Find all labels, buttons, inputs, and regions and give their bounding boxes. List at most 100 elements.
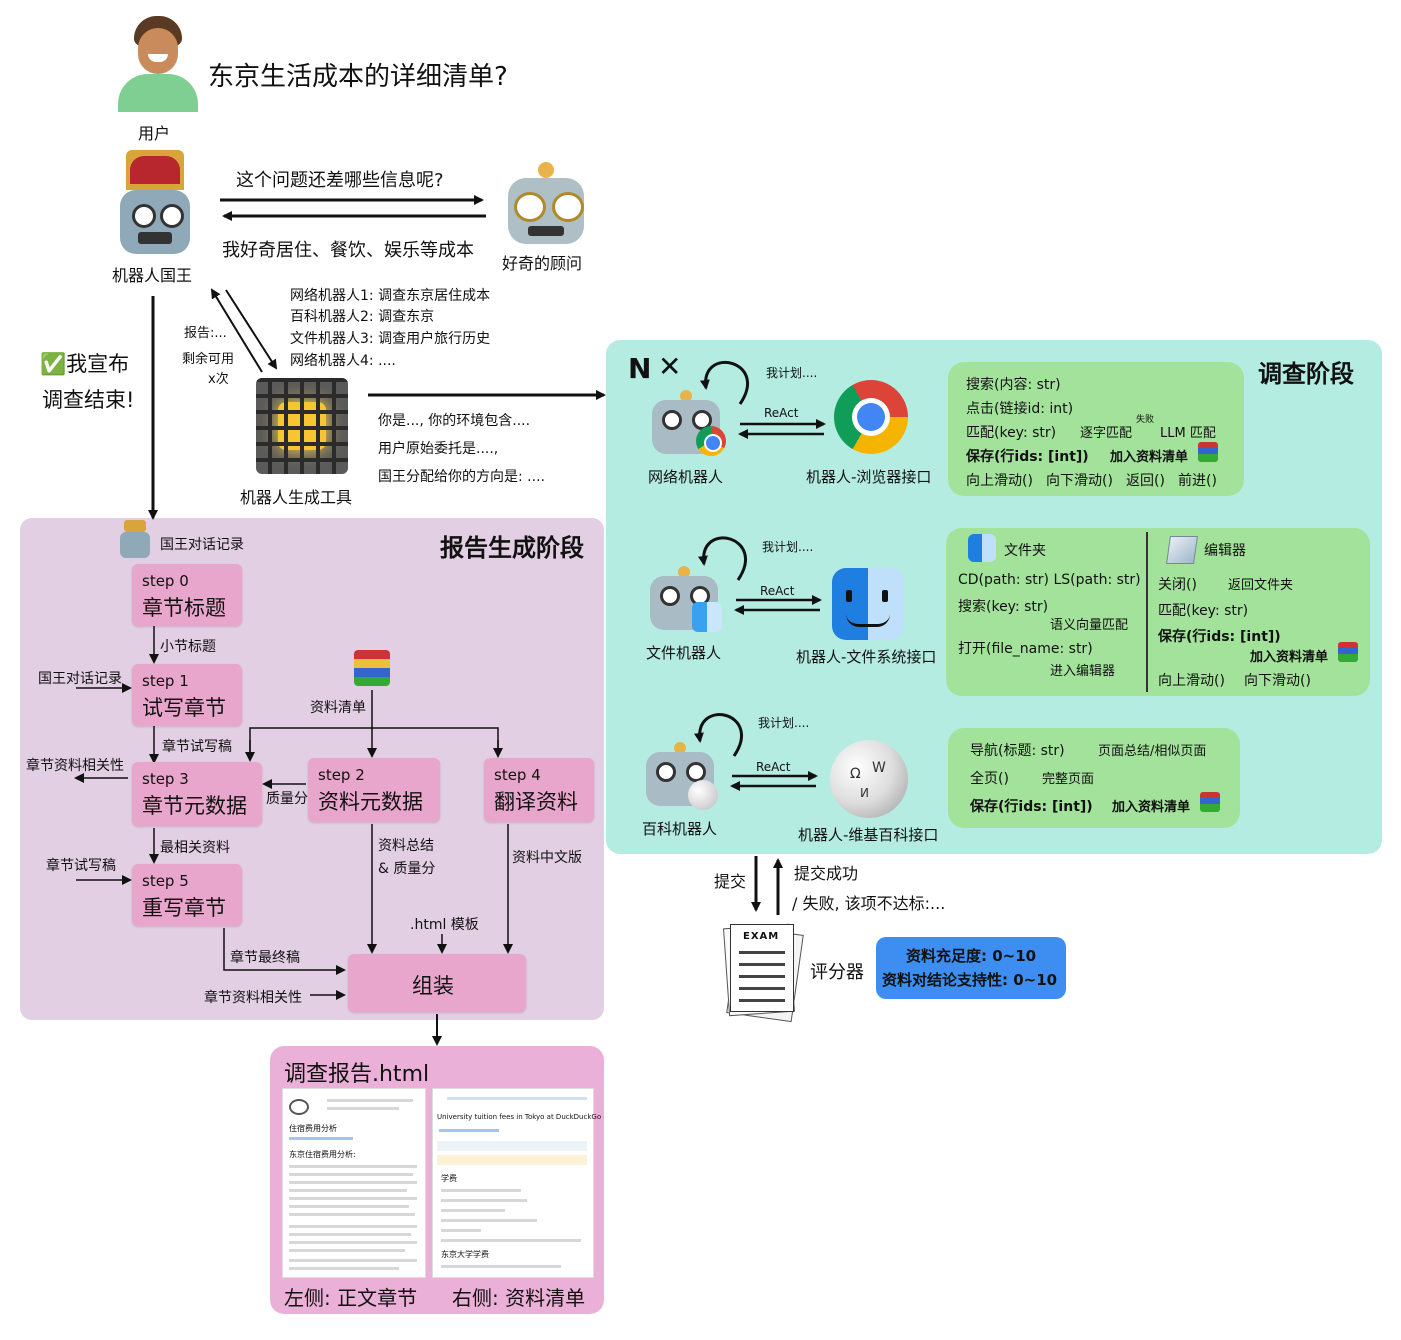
grader-criterion-2: 资料对结论支持性: 0~10 [882,971,1058,989]
king-robot-icon [118,150,192,256]
left-caption: 左侧: 正文章节 [284,1286,418,1310]
grader-label: 评分器 [810,962,864,983]
right-doc-title: University tuition fees in Tokyo at Duck… [437,1113,602,1121]
wikipedia-icon: Ω W И [830,740,908,818]
op-exact-match: 逐字匹配 [1080,426,1133,441]
web-react-label: ReAct [764,406,799,420]
step-5-number: step 5 [142,872,189,890]
step-4-box: step 4 翻译资料 [484,758,594,822]
wiki-full-result: 完整页面 [1042,772,1095,787]
wiki-interface-label: 机器人-维基百科接口 [798,826,939,844]
wiki-save: 保存(行ids: [int]) [970,799,1093,815]
label-chapter-relevance-out: 章节资料相关性 [26,758,124,774]
report-left-preview: 住宿费用分析 东京住宿费用分析: [282,1088,426,1278]
op-fail: 失败 [1136,415,1155,425]
wiki-robot-label: 百科机器人 [642,820,718,838]
folder-search: 搜索(key: str) [958,599,1049,615]
folder-semantic: 语义向量匹配 [1050,618,1129,633]
editor-save: 保存(行ids: [int]) [1158,629,1281,645]
op-match: 匹配(key: str) [966,425,1057,441]
op-llm-match: LLM 匹配 [1160,426,1216,441]
step-3-name: 章节元数据 [142,794,247,818]
label-material-list: 资料清单 [310,700,366,716]
label-quality-score: 质量分 [266,791,308,807]
step-1-box: step 1 试写章节 [132,664,242,726]
web-robot-icon [652,390,726,456]
magnifier-icon [289,1099,309,1115]
wiki-ops-box: 导航(标题: str) 页面总结/相似页面 全页() 完整页面 保存(行ids:… [948,728,1240,828]
web-robot-label: 网络机器人 [648,468,724,486]
label-chapter-final: 章节最终稿 [230,950,300,966]
step-5-box: step 5 重写章节 [132,864,242,926]
step-3-box: step 3 章节元数据 [132,762,262,826]
step-0-name: 章节标题 [142,596,226,620]
file-interface-label: 机器人-文件系统接口 [796,648,937,666]
label-subsection-titles: 小节标题 [160,639,216,655]
step-4-name: 翻译资料 [494,790,578,814]
times-icon: ✕ [658,350,682,383]
op-click: 点击(链接id: int) [966,401,1074,417]
file-robot-label: 文件机器人 [646,644,722,662]
submit-label: 提交 [714,872,747,891]
step-0-number: step 0 [142,572,189,590]
web-plan-label: 我计划.... [766,366,818,380]
report-phase-title: 报告生成阶段 [440,534,584,562]
label-chapter-draft: 章节试写稿 [162,739,232,755]
label-html-template: .html 模板 [410,917,479,933]
left-doc-subtitle: 东京住宿费用分析: [289,1150,356,1159]
label-most-relevant: 最相关资料 [160,840,230,856]
investigation-phase-title: 调查阶段 [1258,360,1354,388]
folder-open: 打开(file_name: str) [958,641,1093,657]
op-add-list: 加入资料清单 [1110,450,1189,465]
report-back-line3: x次 [208,372,229,387]
wiki-nav: 导航(标题: str) [970,743,1065,759]
wiki-add-list: 加入资料清单 [1112,800,1191,815]
report-right-preview: University tuition fees in Tokyo at Duck… [432,1088,601,1278]
editor-back-folder: 返回文件夹 [1228,578,1294,593]
editor-add-list: 加入资料清单 [1250,650,1329,665]
right-doc-sub2: 东京大学学费 [441,1250,489,1259]
wiki-react-label: ReAct [756,760,791,774]
submit-fail-label: / 失败, 该项不达标:... [792,894,946,913]
op-scroll-down: 向下滑动() [1046,473,1113,489]
editor-icon [1166,536,1198,564]
editor-match: 匹配(key: str) [1158,603,1249,619]
dialog-answer: 我好奇居住、餐饮、娱乐等成本 [222,240,474,261]
editor-scroll-up: 向上滑动() [1158,673,1225,689]
declare-done-line2: 调查结束! [42,388,135,412]
n-label: N [628,352,652,385]
label-material-cn: 资料中文版 [512,850,582,866]
web-interface-label: 机器人-浏览器接口 [806,468,932,486]
books-icon [354,650,390,686]
declare-done-line1: ✅我宣布 [40,352,130,376]
folder-cd-ls: CD(path: str) LS(path: str) [958,572,1141,588]
submit-ok-label: 提交成功 [794,864,859,883]
chrome-icon [834,380,908,454]
grader-criterion-1: 资料充足度: 0~10 [906,947,1037,965]
step-5-name: 重写章节 [142,896,226,920]
folder-title: 文件夹 [1004,543,1046,559]
step-4-number: step 4 [494,766,541,784]
left-doc-title: 住宿费用分析 [289,1124,337,1133]
step-3-number: step 3 [142,770,189,788]
report-output-title: 调查报告.html [284,1062,430,1087]
generator-prompt-1: 你是..., 你的环境包含.... [378,413,531,429]
folder-icon [968,534,996,562]
step-1-name: 试写章节 [142,696,226,720]
assignment-4: 网络机器人4: .... [290,353,396,369]
books-icon [1338,642,1358,662]
label-chapter-draft-in: 章节试写稿 [46,858,116,874]
user-avatar [118,16,198,112]
assemble-label: 组装 [412,974,454,998]
right-doc-sub1: 学费 [441,1174,457,1183]
books-icon [1200,792,1220,812]
step-2-name: 资料元数据 [318,790,423,814]
wiki-nav-result: 页面总结/相似页面 [1098,744,1207,759]
advisor-robot-icon [500,162,592,246]
dialog-question: 这个问题还差哪些信息呢? [236,170,444,191]
assignment-2: 百科机器人2: 调查东京 [290,309,435,325]
op-search: 搜索(内容: str) [966,377,1061,393]
step-0-box: step 0 章节标题 [132,564,242,626]
generator-prompt-2: 用户原始委托是...., [378,441,499,457]
books-icon [1198,442,1218,462]
